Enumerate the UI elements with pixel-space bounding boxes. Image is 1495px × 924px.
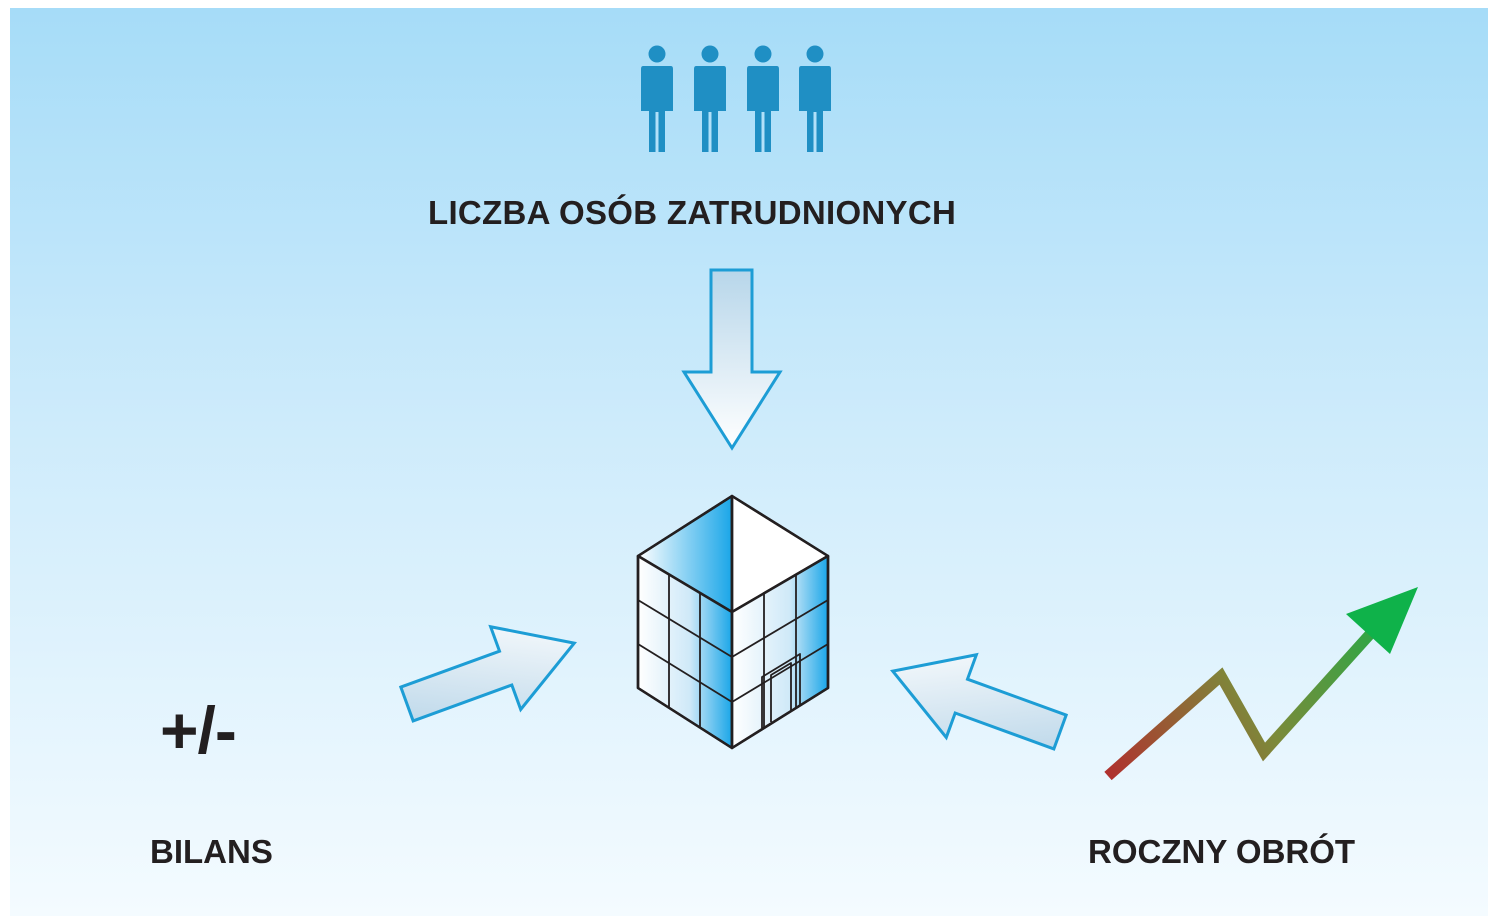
- person-icon: [747, 45, 779, 152]
- balance-symbol: +/-: [160, 693, 237, 767]
- arrow-from-balance-icon: [398, 624, 577, 723]
- person-icon: [799, 45, 831, 152]
- growth-trend-arrow-icon: [1104, 587, 1418, 781]
- people-group-icon: [641, 45, 831, 152]
- arrow-from-turnover-icon: [890, 652, 1069, 751]
- employees-count-label: LICZBA OSÓB ZATRUDNIONYCH: [428, 194, 957, 231]
- person-icon: [641, 45, 673, 152]
- balance-label: BILANS: [150, 833, 273, 870]
- diagram-graphics: [398, 45, 1418, 781]
- arrow-down-icon: [681, 268, 783, 451]
- office-building-icon: [636, 494, 830, 750]
- person-icon: [694, 45, 726, 152]
- door-icon: [761, 653, 801, 728]
- diagram-panel: LICZBA OSÓB ZATRUDNIONYCH +/- BILANS ROC…: [10, 8, 1488, 916]
- annual-turnover-label: ROCZNY OBRÓT: [1088, 833, 1356, 870]
